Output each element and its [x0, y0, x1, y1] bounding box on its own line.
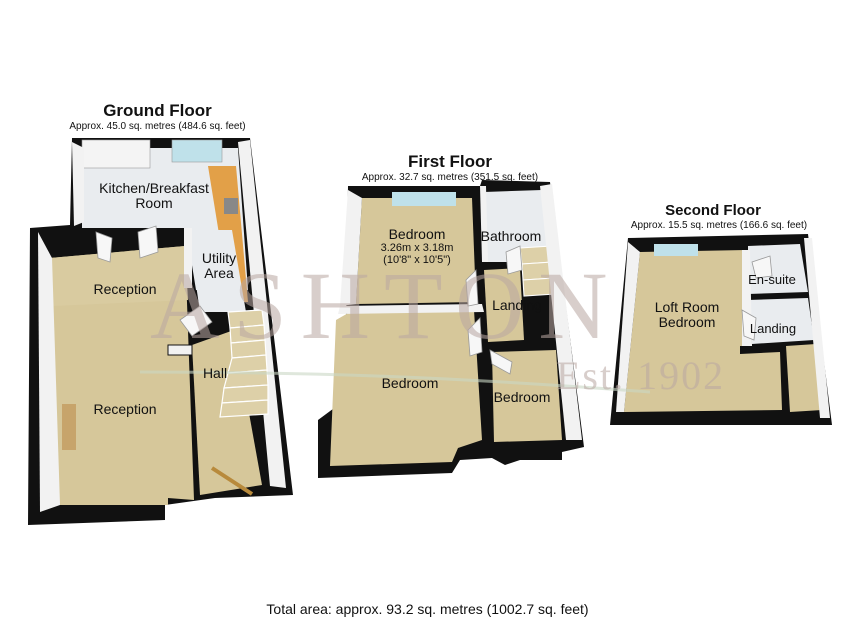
- second-floor-title: Second Floor: [665, 202, 761, 219]
- watermark-est: Est. 1902: [556, 353, 726, 398]
- total-area: Total area: approx. 93.2 sq. metres (100…: [266, 601, 589, 617]
- room-bedroom-small: Bedroom: [493, 389, 551, 405]
- room-reception-front: Reception: [93, 401, 157, 417]
- watermark-logo: ASHTON: [150, 252, 622, 359]
- room-second-landing: Landing: [749, 321, 797, 336]
- second-floor-area: Approx. 15.5 sq. metres (166.6 sq. feet): [630, 220, 808, 231]
- room-reception-rear: Reception: [93, 281, 157, 297]
- first-floor-area: Approx. 32.7 sq. metres (351.5 sq. feet): [361, 172, 539, 183]
- room-hall: Hall: [202, 365, 228, 381]
- room-bedroom-rear: Bedroom 3.26m x 3.18m (10'8" x 10'5"): [380, 226, 454, 267]
- first-floor-plan: [318, 180, 584, 478]
- room-loft-bedroom: Loft Room Bedroom: [654, 299, 720, 330]
- second-floor-plan: [610, 234, 832, 425]
- room-bedroom-front: Bedroom: [381, 375, 439, 391]
- ground-floor-area: Approx. 45.0 sq. metres (484.6 sq. feet): [69, 121, 246, 132]
- first-floor-title: First Floor: [407, 152, 493, 171]
- room-bathroom: Bathroom: [480, 228, 542, 244]
- ground-floor-title: Ground Floor: [103, 101, 212, 120]
- room-utility-area: Utility Area: [201, 250, 237, 281]
- room-ensuite: En-suite: [748, 272, 796, 287]
- room-first-landing: Landing: [492, 297, 542, 313]
- room-kitchen-breakfast: Kitchen/Breakfast Room: [99, 180, 209, 211]
